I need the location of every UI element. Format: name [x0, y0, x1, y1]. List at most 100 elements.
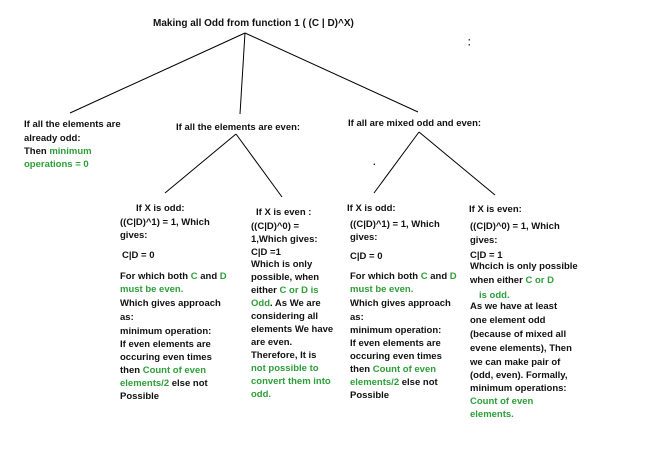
node-all-odd-text: Then [24, 146, 50, 157]
edge-mixed-x-odd [373, 131, 420, 194]
node-line: elements/2 else not [350, 378, 438, 388]
edge-mixed-x-even [418, 131, 496, 196]
node-green-text: elements/2 [350, 377, 400, 388]
node-green-text: D [219, 271, 227, 282]
node-green-text: D [449, 271, 457, 282]
node-green-text: C or D [525, 275, 554, 286]
node-line: occuring even times [120, 352, 212, 363]
node-line: must be even. [120, 284, 184, 295]
node-text: when either [470, 275, 526, 286]
node-green-text: C [420, 271, 428, 282]
node-line: If X is even : [256, 207, 312, 218]
node-line: C|D = 1 [470, 250, 503, 261]
node-line: occuring even times [350, 351, 442, 362]
node-line: then Count of even [350, 365, 436, 375]
node-line: Which gives approach [120, 298, 221, 309]
node-line: ((C|D)^0) = [251, 221, 300, 232]
node-text: . As We are [270, 298, 321, 309]
node-line: If even elements are [350, 338, 441, 349]
node-line: minimum operation: [350, 325, 442, 336]
node-line: If even elements are [120, 339, 211, 350]
node-line: C|D =1 [251, 247, 281, 258]
edge-root-mixed [244, 32, 419, 113]
node-text: and [197, 271, 220, 282]
node-line: As we have at least [470, 301, 558, 312]
node-line: Which gives approach [350, 298, 451, 309]
node-line: Count of even [470, 396, 534, 407]
node-green-text: elements/2 [120, 378, 170, 389]
node-line: not possible to [251, 363, 319, 374]
node-line: elements We have [251, 324, 334, 335]
node-green-text: C [190, 271, 198, 282]
node-line: elements/2 else not [120, 379, 208, 389]
node-line: possible, when [251, 272, 320, 283]
node-line: minimum operations: [470, 383, 567, 394]
node-text: For which both [350, 271, 421, 282]
node-line: (odd, even). Formally, [470, 370, 568, 381]
node-text: then [350, 364, 373, 375]
node-line: 1,Which gives: [251, 234, 318, 245]
node-line: evene elements), Then [470, 343, 572, 354]
node-text: For which both [120, 271, 191, 282]
node-line: Odd. As We are [251, 299, 321, 309]
node-line: minimum operation: [120, 326, 212, 337]
edge-root-all-odd [69, 32, 246, 114]
node-line: Possible [120, 391, 160, 402]
node-line: ((C|D)^0) = 1, Which [470, 221, 560, 232]
node-line: For which both C and D [350, 272, 457, 282]
diagram-title: Making all Odd from function 1 ( (C | D)… [153, 18, 354, 29]
node-line: then Count of even [120, 366, 206, 376]
node-green-text: C or D is [279, 285, 319, 296]
stray-mark-right: · · [468, 35, 471, 50]
node-line: elements. [470, 409, 514, 420]
node-all-odd-line: already odd: [24, 133, 81, 144]
node-line: Which is only [251, 259, 313, 270]
node-green-text: Odd [251, 298, 270, 309]
node-line: when either C or D [470, 276, 554, 286]
node-line: is odd. [479, 290, 510, 301]
edge-root-all-even [239, 32, 246, 115]
node-all-even-label: If all the elements are even: [176, 122, 301, 133]
node-line: Whcich is only possible [470, 261, 578, 272]
node-line: ((C|D)^1) = 1, Which [350, 219, 440, 230]
node-line: one element odd [470, 315, 546, 326]
node-line: Possible [350, 390, 390, 401]
node-line: considering all [251, 311, 319, 322]
node-line: ((C|D)^1) = 1, Which [120, 217, 210, 228]
node-all-odd-line: operations = 0 [24, 159, 89, 170]
node-line: gives: [350, 232, 378, 243]
node-line: C|D = 0 [350, 251, 383, 262]
node-line: gives: [120, 230, 148, 241]
node-text: and [427, 271, 450, 282]
node-text: else not [169, 378, 208, 389]
node-line: as: [120, 312, 134, 323]
node-mixed-label: If all are mixed odd and even: [348, 118, 482, 129]
node-line: either C or D is [251, 286, 319, 296]
node-line: If X is odd: [347, 203, 396, 214]
edge-even-x-even [235, 133, 283, 198]
node-line: C|D = 0 [122, 250, 155, 261]
node-line: (because of mixed all [470, 329, 567, 340]
node-line: convert them into [251, 376, 331, 387]
node-line: If X is odd: [136, 203, 185, 214]
node-line: gives: [470, 235, 498, 246]
edge-even-x-odd [164, 133, 237, 194]
node-line: we can make pair of [470, 357, 561, 368]
node-line: For which both C and D [120, 272, 227, 282]
node-text: else not [399, 377, 438, 388]
node-all-odd-line: Then minimum [24, 147, 92, 157]
node-line: must be even. [350, 284, 414, 295]
node-line: If X is even: [469, 204, 522, 215]
node-line: Therefore, It is [251, 350, 317, 361]
stray-mark-middle: . [373, 157, 376, 168]
node-all-odd-line: If all the elements are [24, 119, 121, 130]
node-line: odd. [251, 389, 272, 400]
node-green-text: Count of even [142, 365, 207, 376]
node-all-odd-green-text: minimum [49, 146, 92, 157]
node-text: either [251, 285, 280, 296]
node-text: then [120, 365, 143, 376]
node-line: are even. [251, 337, 293, 348]
node-green-text: Count of even [372, 364, 437, 375]
node-line: as: [350, 312, 364, 323]
